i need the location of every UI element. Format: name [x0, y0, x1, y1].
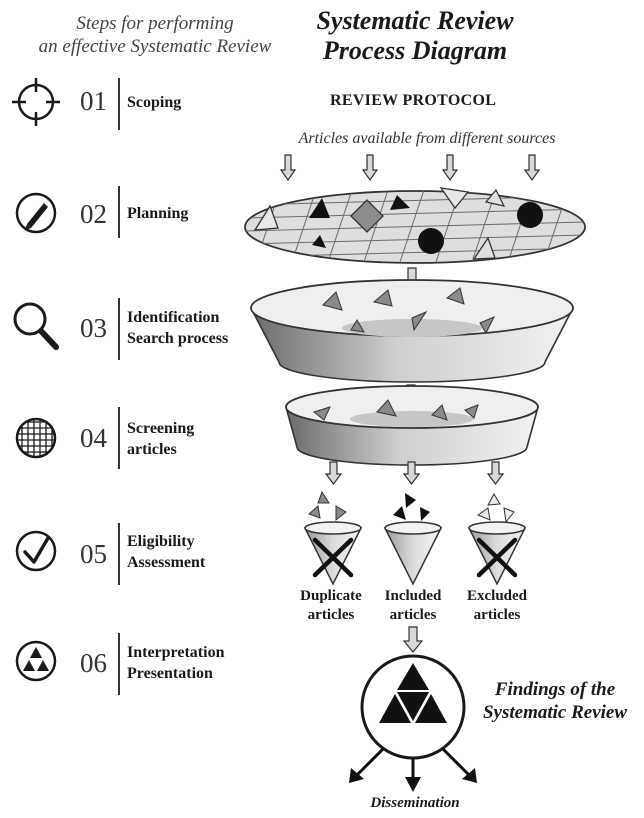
step-label-line: Interpretation	[127, 644, 225, 661]
step-divider	[118, 78, 120, 130]
step-label-line: Assessment	[127, 554, 206, 571]
step-label-line: Identification	[127, 309, 220, 326]
cone-label-line: Duplicate	[300, 588, 362, 604]
excluded-articles-label: Excluded articles	[452, 587, 542, 625]
dissemination-label: Dissemination	[370, 795, 460, 811]
magnifier-icon	[13, 302, 59, 350]
step-label-screening: Screening articles	[127, 418, 194, 460]
findings-symbol	[360, 654, 466, 760]
step-number: 05	[80, 539, 107, 569]
step-divider	[118, 298, 120, 360]
step-divider	[118, 523, 120, 585]
checkmark-icon	[15, 530, 57, 572]
step-label-scoping: Scoping	[127, 92, 181, 113]
step-divider	[118, 633, 120, 695]
cross-mark-icon	[312, 537, 354, 578]
step-label-line: Planning	[127, 205, 189, 222]
review-protocol-label: REVIEW PROTOCOL	[330, 92, 497, 109]
step-number: 02	[80, 199, 107, 229]
duplicate-cone	[303, 490, 363, 586]
triforce-icon	[15, 640, 57, 682]
findings-line: Systematic Review	[482, 702, 628, 723]
diagram-title: Systematic Review Process Diagram	[290, 6, 540, 66]
identification-bowl	[249, 279, 575, 383]
step-label-line: Presentation	[127, 665, 213, 682]
step-label-planning: Planning	[127, 203, 188, 224]
step-label-line: Scoping	[127, 94, 182, 111]
step-number: 01	[80, 86, 107, 116]
left-heading-line-1: Steps for performing	[76, 13, 234, 34]
cone-label-line: articles	[473, 607, 521, 623]
protocol-grid-disc	[244, 187, 586, 264]
crosshair-icon	[12, 78, 60, 126]
pencil-icon	[15, 192, 57, 234]
left-heading: Steps for performing an effective System…	[24, 12, 286, 58]
screening-bowl	[284, 385, 540, 466]
step-label-line: Screening	[127, 420, 195, 437]
flow-arrow	[402, 626, 424, 653]
step-label-identification: Identification Search process	[127, 307, 228, 349]
grid-icon	[15, 417, 57, 459]
dissemination-arrows	[349, 746, 477, 792]
diagram-title-line-2: Process Diagram	[322, 36, 508, 65]
duplicate-articles-label: Duplicate articles	[286, 587, 376, 625]
step-label-line: Search process	[127, 330, 229, 347]
sources-label: Articles available from different source…	[298, 130, 556, 147]
findings-label: Findings of the Systematic Review	[470, 678, 640, 724]
step-label-line: Eligibility	[127, 533, 195, 550]
step-label-line: articles	[127, 441, 177, 458]
left-heading-line-2: an effective Systematic Review	[38, 36, 272, 57]
findings-line: Findings of the	[494, 679, 616, 700]
cone-label-line: Included	[384, 588, 442, 604]
excluded-cone	[467, 492, 527, 586]
cone-label-line: articles	[389, 607, 437, 623]
cone-label-line: Excluded	[466, 588, 527, 604]
source-arrows	[279, 154, 541, 182]
cross-mark-icon	[476, 537, 518, 578]
step-number: 03	[80, 313, 107, 343]
diagram-title-line-1: Systematic Review	[316, 6, 514, 35]
step-divider	[118, 186, 120, 238]
cone-label-line: articles	[307, 607, 355, 623]
included-cone	[383, 493, 443, 586]
step-divider	[118, 407, 120, 469]
cone-arrows	[324, 461, 505, 485]
step-label-eligibility: Eligibility Assessment	[127, 531, 205, 573]
step-number: 06	[80, 648, 107, 678]
step-number: 04	[80, 423, 107, 453]
included-articles-label: Included articles	[368, 587, 458, 625]
step-label-interpretation: Interpretation Presentation	[127, 642, 224, 684]
